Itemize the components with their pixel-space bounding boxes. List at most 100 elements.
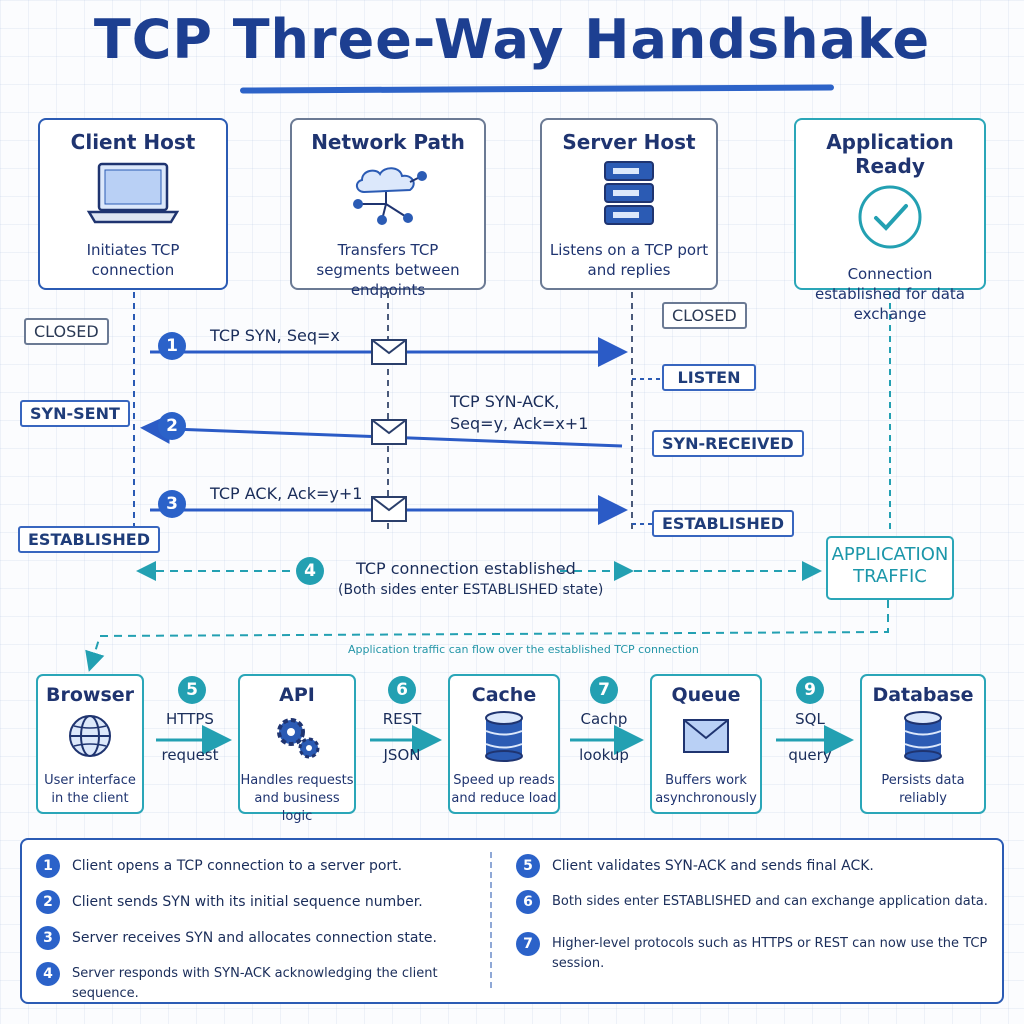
server-icon	[604, 161, 654, 225]
laptop-icon	[86, 162, 180, 224]
client-state-established: ESTABLISHED	[18, 526, 160, 553]
check-circle-icon	[858, 185, 922, 249]
service-queue: Queue Buffers work asynchronously	[650, 674, 762, 814]
client-state-syn-sent: SYN-SENT	[20, 400, 130, 427]
legend-item-4: 4 Server responds with SYN-ACK acknowled…	[36, 962, 486, 1001]
step-badge-6: 6	[388, 676, 416, 704]
server-state-closed: CLOSED	[662, 302, 747, 329]
legend-text-7-line2: session.	[552, 956, 605, 971]
service-cache-title: Cache	[471, 684, 537, 706]
legend-badge-3: 3	[36, 926, 60, 950]
network-path-desc: Transfers TCP segments between endpoints	[316, 241, 460, 299]
service-queue-desc-line2: asynchronously	[655, 791, 757, 806]
server-state-established: ESTABLISHED	[652, 510, 794, 537]
client-host-desc: Initiates TCP connection	[86, 241, 180, 279]
application-ready-desc: Connection established for data exchange	[815, 265, 965, 323]
link-https-line2: request	[161, 746, 219, 764]
legend-badge-1: 1	[36, 854, 60, 878]
link-sql-line2: query	[788, 746, 832, 764]
step-badge-2: 2	[158, 412, 186, 440]
synack-label-line2: Seq=y, Ack=x+1	[450, 414, 589, 433]
server-host-title: Server Host	[562, 130, 696, 154]
service-browser-title: Browser	[45, 684, 135, 706]
database-icon	[904, 711, 942, 762]
network-path-box: Network Path Transfers TCP segments betw…	[290, 118, 486, 299]
service-api-desc-line1: Handles requests	[240, 773, 354, 788]
server-host-box: Server Host Listens on a TCP port and re…	[540, 118, 718, 290]
legend-badge-7: 7	[516, 932, 540, 956]
ack-label: TCP ACK, Ack=y+1	[210, 484, 363, 503]
network-path-title: Network Path	[311, 130, 465, 154]
flow-path	[85, 600, 889, 672]
service-database: Database Persists data reliably	[860, 674, 986, 814]
service-database-desc-line1: Persists data	[881, 773, 965, 788]
legend-item-6: 6 Both sides enter ESTABLISHED and can e…	[516, 890, 996, 916]
client-host-title: Client Host	[70, 130, 196, 154]
service-browser-desc-line2: in the client	[51, 791, 129, 806]
service-queue-desc-line1: Buffers work	[665, 773, 747, 788]
legend-badge-6: 6	[516, 890, 540, 914]
client-state-closed: CLOSED	[24, 318, 109, 345]
legend-item-5: 5 Client validates SYN-ACK and sends fin…	[516, 854, 996, 880]
server-state-listen: LISTEN	[662, 364, 756, 391]
legend-text-7-line1: Higher-level protocols such as HTTPS or …	[552, 936, 988, 951]
service-database-title: Database	[872, 684, 974, 706]
service-cache-desc-line2: and reduce load	[451, 791, 557, 806]
legend-text-3: Server receives SYN and allocates connec…	[72, 930, 437, 946]
link-https-line1: HTTPS	[166, 710, 214, 728]
service-api-desc-line2: and business logic	[254, 791, 340, 824]
application-ready-box: Application Ready Connection established…	[794, 118, 986, 323]
step-badge-1: 1	[158, 332, 186, 360]
cloud-network-icon	[353, 167, 427, 225]
legend-text-5: Client validates SYN-ACK and sends final…	[552, 858, 874, 874]
database-icon	[485, 711, 523, 762]
legend-text-4: Server responds with SYN-ACK acknowledgi…	[72, 966, 438, 1001]
application-traffic-line2: TRAFFIC	[853, 566, 927, 587]
application-traffic-box: APPLICATION TRAFFIC	[826, 536, 954, 600]
envelope-icon	[371, 339, 407, 365]
service-queue-title: Queue	[671, 684, 741, 706]
link-rest-line1: REST	[382, 710, 422, 728]
legend-text-2: Client sends SYN with its initial sequen…	[72, 894, 423, 910]
legend-item-3: 3 Server receives SYN and allocates conn…	[36, 926, 486, 952]
service-api-title: API	[279, 684, 315, 706]
globe-icon	[69, 715, 111, 757]
server-host-desc: Listens on a TCP port and replies	[549, 241, 709, 279]
step-badge-9: 9	[796, 676, 824, 704]
step-badge-5: 5	[178, 676, 206, 704]
legend-text-6: Both sides enter ESTABLISHED and can exc…	[552, 894, 988, 909]
server-state-syn-received: SYN-RECEIVED	[652, 430, 804, 457]
page-title: TCP Three-Way Handshake	[93, 8, 931, 71]
syn-label: TCP SYN, Seq=x	[210, 326, 340, 345]
legend-panel	[20, 838, 1004, 1004]
step-badge-4: 4	[296, 557, 324, 585]
service-cache: Cache Speed up reads and reduce load	[448, 674, 560, 814]
legend-badge-2: 2	[36, 890, 60, 914]
envelope-icon	[371, 496, 407, 522]
link-rest-line2: JSON	[383, 746, 421, 764]
legend-badge-5: 5	[516, 854, 540, 878]
established-label-line2: (Both sides enter ESTABLISHED state)	[338, 582, 604, 598]
envelope-icon	[371, 419, 407, 445]
application-ready-title: Application Ready	[826, 130, 954, 178]
legend-text-1: Client opens a TCP connection to a serve…	[72, 858, 403, 874]
legend-item-1: 1 Client opens a TCP connection to a ser…	[36, 854, 486, 880]
service-database-desc-line2: reliably	[899, 791, 947, 806]
legend-item-7: 7 Higher-level protocols such as HTTPS o…	[516, 932, 996, 978]
service-cache-desc-line1: Speed up reads	[453, 773, 555, 788]
client-host-box: Client Host Initiates TCP connection	[38, 118, 228, 290]
step-badge-3: 3	[158, 490, 186, 518]
link-cache-line2: lookup	[579, 746, 629, 764]
link-cache-line1: Cachp	[580, 710, 628, 728]
legend-badge-4: 4	[36, 962, 60, 986]
gears-icon	[277, 718, 320, 759]
service-browser-desc-line1: User interface	[44, 773, 136, 788]
service-api: API Handles requests and business logic	[238, 674, 356, 824]
synack-label-line1: TCP SYN-ACK,	[450, 392, 560, 411]
legend-item-2: 2 Client sends SYN with its initial sequ…	[36, 890, 486, 916]
service-browser: Browser User interface in the client	[36, 674, 144, 814]
established-label-line1: TCP connection established	[356, 559, 576, 578]
step-badge-7: 7	[590, 676, 618, 704]
envelope-icon	[683, 719, 729, 753]
application-traffic-line1: APPLICATION	[831, 544, 949, 565]
